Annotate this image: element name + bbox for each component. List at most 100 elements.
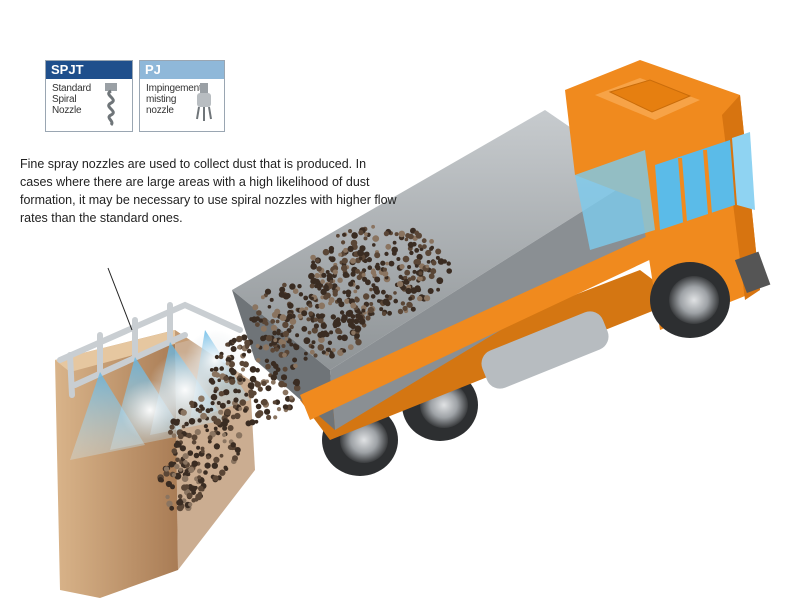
- gravel-particle: [381, 311, 387, 316]
- gravel-particle: [418, 271, 423, 276]
- gravel-particle: [193, 485, 198, 490]
- gravel-particle: [310, 296, 314, 301]
- gravel-particle: [340, 317, 347, 323]
- gravel-particle: [347, 245, 354, 252]
- dump-bed: [232, 110, 660, 430]
- gravel-particle: [292, 357, 298, 363]
- gravel-particle: [384, 294, 389, 299]
- gravel-particle: [214, 354, 219, 360]
- gravel-particle: [188, 502, 193, 507]
- gravel-particle: [254, 419, 259, 424]
- gravel-particle: [242, 352, 246, 357]
- gravel-particle: [211, 462, 218, 469]
- gravel-particle: [393, 298, 399, 304]
- gravel-particle: [327, 340, 333, 345]
- gravel-particle: [169, 424, 175, 430]
- gravel-particle: [311, 340, 316, 345]
- front-window: [732, 132, 755, 210]
- gravel-particle: [207, 439, 212, 444]
- gravel-particle: [358, 230, 364, 236]
- gravel-particle: [193, 452, 200, 459]
- gravel-particle: [278, 338, 285, 345]
- gravel-particle: [270, 319, 276, 324]
- gravel-particle: [356, 274, 362, 281]
- gravel-particle: [442, 259, 447, 264]
- gravel-particle: [265, 335, 273, 342]
- gravel: [157, 224, 453, 512]
- gravel-particle: [191, 460, 198, 467]
- gravel-particle: [174, 463, 180, 470]
- gravel-particle: [310, 254, 316, 261]
- gravel-particle: [320, 322, 327, 329]
- gravel-particle: [271, 311, 279, 318]
- gravel-particle: [344, 298, 350, 304]
- gravel-particle: [415, 258, 421, 265]
- gravel-particle: [369, 302, 374, 306]
- gravel-particle: [417, 295, 423, 302]
- gravel-particle: [417, 276, 422, 281]
- gravel-particle: [425, 264, 430, 269]
- gravel-particle: [275, 319, 280, 324]
- gravel-particle: [342, 314, 346, 318]
- gravel-particle: [273, 370, 278, 376]
- gravel-particle: [330, 314, 336, 320]
- gravel-particle: [223, 375, 229, 382]
- gravel-particle: [446, 261, 451, 266]
- spjt-code: SPJT: [46, 61, 132, 79]
- gravel-particle: [338, 252, 342, 257]
- gravel-particle: [428, 273, 435, 280]
- spjt-line-2: Spiral: [52, 94, 77, 105]
- gravel-particle: [363, 293, 370, 300]
- gravel-particle: [270, 347, 276, 353]
- gravel-particle: [323, 284, 329, 290]
- gravel-particle: [332, 265, 339, 272]
- gravel-particle: [257, 410, 264, 417]
- gravel-particle: [316, 266, 322, 272]
- gravel-particle: [248, 392, 255, 399]
- gravel-particle: [397, 281, 404, 288]
- gravel-particle: [183, 460, 188, 465]
- gravel-particle: [414, 285, 421, 292]
- side-window: [655, 140, 735, 230]
- gravel-particle: [223, 389, 230, 396]
- gravel-particle: [204, 462, 211, 469]
- gravel-particle: [236, 389, 241, 394]
- gravel-particle: [367, 265, 373, 271]
- gravel-particle: [329, 256, 336, 263]
- gravel-particle: [346, 318, 353, 324]
- gravel-particle: [333, 319, 339, 325]
- gravel-particle: [435, 248, 442, 255]
- gravel-particle: [355, 268, 360, 274]
- gravel-particle: [231, 337, 237, 343]
- gravel-particle: [203, 470, 208, 475]
- gravel-particle: [213, 456, 220, 463]
- gravel-particle: [427, 288, 434, 294]
- gravel-particle: [311, 327, 318, 334]
- gravel-particle: [197, 418, 202, 423]
- gravel-particle: [235, 432, 243, 439]
- gravel-particle: [270, 374, 277, 381]
- gravel-particle: [292, 288, 299, 295]
- gravel-particle: [345, 273, 350, 278]
- gravel-particle: [237, 345, 241, 350]
- gravel-particle: [245, 345, 250, 349]
- gravel-particle: [260, 325, 267, 332]
- gravel-particle: [173, 419, 180, 426]
- gravel-particle: [318, 336, 325, 344]
- gravel-particle: [289, 283, 296, 290]
- gravel-particle: [337, 335, 343, 341]
- gravel-particle: [289, 395, 294, 400]
- spiral-nozzle-icon: [105, 83, 117, 127]
- gravel-particle: [255, 322, 260, 327]
- gravel-particle: [226, 400, 231, 405]
- gravel-particle: [397, 308, 404, 315]
- gravel-particle: [264, 321, 269, 326]
- gravel-particle: [384, 251, 389, 256]
- pj-line-1: Impingement: [146, 83, 202, 94]
- gravel-particle: [319, 331, 327, 338]
- gravel-particle: [282, 352, 287, 358]
- gravel-particle: [361, 273, 366, 277]
- gravel-particle: [341, 265, 348, 272]
- gravel-particle: [246, 348, 252, 354]
